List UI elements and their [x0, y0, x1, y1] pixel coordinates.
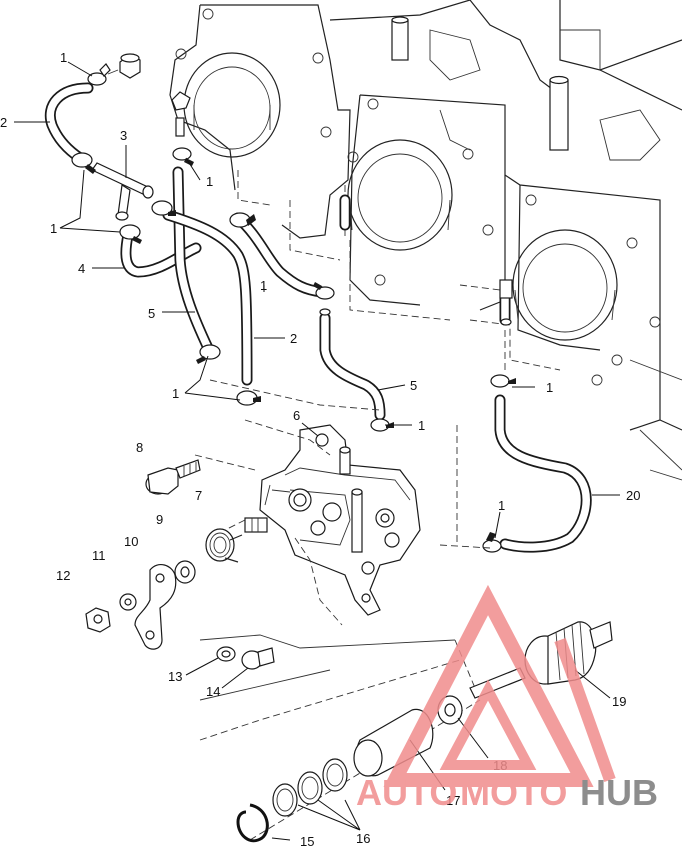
oil-pump [244, 424, 421, 616]
callout-14: 14 [206, 684, 220, 699]
tee-fitting [91, 162, 154, 221]
fitting-cyl3 [499, 279, 513, 326]
callout-1: 1 [50, 221, 57, 236]
callout-5: 5 [410, 378, 417, 393]
washer-11 [119, 593, 137, 611]
small-parts [85, 459, 275, 670]
washer-18 [437, 695, 463, 725]
callout-1: 1 [206, 174, 213, 189]
clamp-c1g [313, 282, 335, 316]
watermark-text-auto: AUTO [356, 772, 457, 813]
clamp-c1e [172, 147, 194, 166]
callout-10: 10 [124, 534, 138, 549]
washer-13 [216, 646, 236, 662]
callout-labels: 1 2 3 1 1 4 1 5 2 1 5 1 6 1 8 7 9 10 11 … [0, 50, 640, 849]
watermark-text-moto: MOTO [460, 772, 567, 813]
callout-2: 2 [0, 115, 7, 130]
callout-19: 19 [612, 694, 626, 709]
callout-7: 7 [195, 488, 202, 503]
engine-block [169, 0, 682, 481]
callout-1: 1 [172, 386, 179, 401]
clamp-c1i [236, 390, 261, 406]
callout-1: 1 [418, 418, 425, 433]
lever-10 [134, 563, 177, 650]
o-rings-16 [272, 758, 348, 817]
callout-11: 11 [92, 548, 106, 563]
callout-16: 16 [356, 831, 370, 846]
watermark-triangle-icon [383, 584, 616, 787]
hoses [44, 82, 592, 553]
watermark-text-hub: HUB [580, 772, 658, 813]
callout-20: 20 [626, 488, 640, 503]
watermark-text: AUTO MOTO HUB [356, 772, 658, 813]
clamp-c1b [71, 152, 96, 174]
nut-12 [85, 607, 111, 633]
nipple-top [171, 91, 191, 137]
callout-13: 13 [168, 669, 182, 684]
callout-9: 9 [156, 512, 163, 527]
callout-3: 3 [120, 128, 127, 143]
clamp-c1f [229, 212, 256, 228]
callout-1: 1 [498, 498, 505, 513]
callout-17: 17 [446, 793, 460, 808]
callout-12: 12 [56, 568, 70, 583]
callout-6: 6 [293, 408, 300, 423]
callout-15: 15 [300, 834, 314, 849]
watermark-logo: AUTO MOTO HUB [356, 584, 658, 813]
bolt-14 [241, 647, 275, 670]
clamp-c1c [151, 200, 176, 216]
sleeve-17 [353, 708, 434, 777]
callout-4: 4 [78, 261, 85, 276]
callout-2: 2 [290, 331, 297, 346]
elbow-fitting-top [107, 53, 141, 79]
callout-8: 8 [136, 440, 143, 455]
clamp-c1k [490, 374, 516, 388]
clamp-c1j [370, 418, 394, 432]
clamp-top-left [87, 63, 111, 86]
snap-ring-15 [236, 803, 269, 843]
clamp-c1l [482, 532, 502, 553]
washer-9 [174, 560, 196, 584]
callout-5: 5 [148, 306, 155, 321]
callout-1: 1 [546, 380, 553, 395]
spring-7 [205, 528, 243, 563]
callout-1: 1 [260, 278, 267, 293]
alignment-lines [194, 330, 506, 841]
clamp-c1h [196, 344, 221, 364]
callout-1: 1 [60, 50, 67, 65]
clamps-and-fittings [71, 53, 516, 553]
bolt-8 [145, 459, 201, 495]
